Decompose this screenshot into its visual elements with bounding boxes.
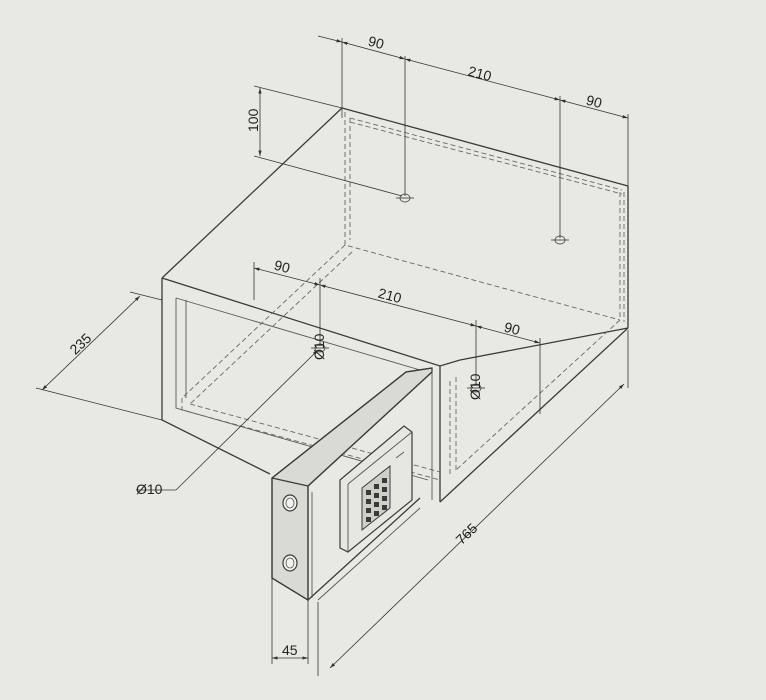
dim-floor-mid-210: 210 bbox=[377, 285, 404, 307]
dim-hole-diameter: Ø10 bbox=[136, 481, 163, 497]
hinge-knob-icon bbox=[282, 554, 298, 572]
hinge-knob-icon bbox=[282, 494, 298, 512]
dim-depth-235: 235 bbox=[66, 330, 94, 358]
dim-top-right-90: 90 bbox=[585, 92, 604, 112]
dim-height-100: 100 bbox=[245, 108, 261, 132]
svg-text:Ø10: Ø10 bbox=[311, 333, 327, 360]
dimension-lines bbox=[35, 35, 629, 676]
dim-top-mid-210: 210 bbox=[467, 63, 494, 85]
dim-floor-left-90: 90 bbox=[273, 257, 292, 277]
dim-floor-right-90: 90 bbox=[503, 319, 522, 339]
dim-width-765: 765 bbox=[452, 520, 480, 548]
hole-callouts: Ø10 Ø10 bbox=[311, 333, 483, 400]
dim-top-left-90: 90 bbox=[367, 33, 386, 53]
safe-door bbox=[271, 367, 433, 602]
svg-text:Ø10: Ø10 bbox=[467, 373, 483, 400]
dim-thickness-45: 45 bbox=[282, 642, 298, 658]
